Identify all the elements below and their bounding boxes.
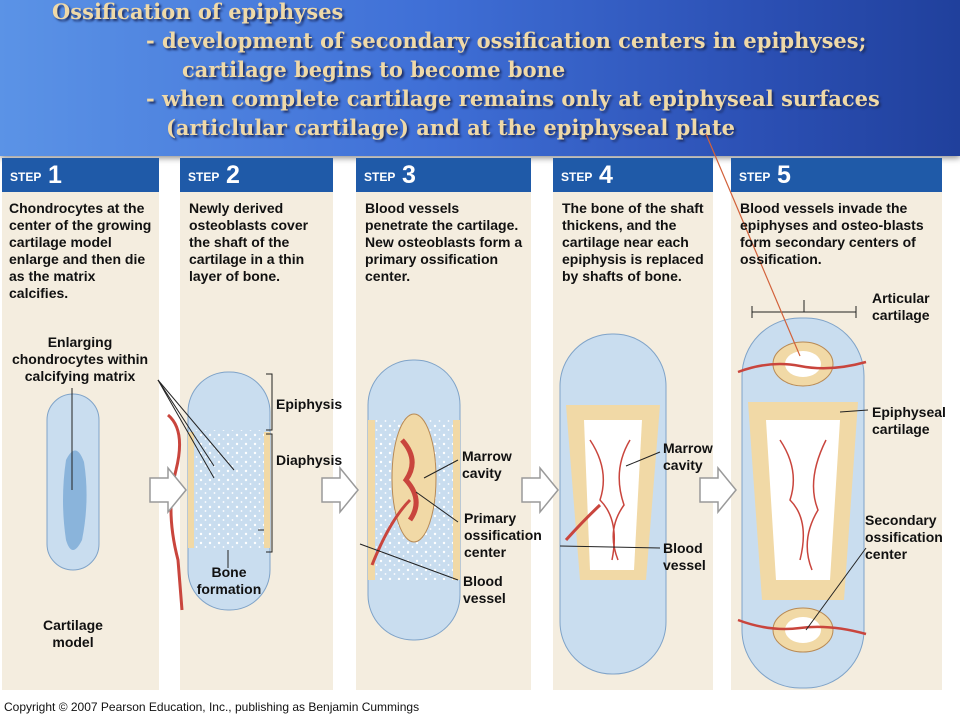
step-5-header: STEP 5: [731, 158, 942, 192]
step-2-bone-shape: [166, 371, 271, 611]
label-marrow-cavity-step-4: Marrow cavity: [663, 440, 713, 473]
label-enlarging-chondrocytes: Enlarging chondrocytes within calcifying…: [11, 334, 149, 384]
step-4-number: 4: [599, 161, 613, 189]
label-articular-cartilage: Articular cartilage: [872, 290, 930, 323]
copyright-notice: Copyright © 2007 Pearson Education, Inc.…: [4, 700, 420, 714]
title-line-3: cartilage begins to become bone: [182, 57, 566, 82]
step-5-description: Blood vessels invade the epiphyses and o…: [740, 200, 924, 267]
step-4-description: The bone of the shaft thickens, and the …: [562, 200, 704, 284]
step-2-number: 2: [226, 161, 240, 189]
label-epiphysis: Epiphysis: [276, 396, 343, 412]
label-primary-ossification-center: Primary ossification center: [464, 510, 542, 560]
transition-arrows: [149, 465, 737, 515]
step-5-word: STEP: [739, 170, 771, 184]
step-5-bone-shape: [737, 317, 867, 689]
label-cartilage-model: Cartilage model: [43, 617, 103, 650]
label-bone-formation: Bone formation: [196, 564, 262, 597]
step-3-number: 3: [402, 161, 416, 189]
step-1-header: STEP 1: [2, 158, 159, 192]
label-epiphyseal-cartilage: Epiphyseal cartilage: [872, 404, 946, 437]
title-line-4: - when complete cartilage remains only a…: [146, 86, 880, 111]
step-2-word: STEP: [188, 170, 220, 184]
title-banner: Ossification of epiphyses - development …: [0, 0, 960, 156]
step-1-number: 1: [48, 161, 62, 189]
label-blood-vessel-step-4: Blood vessel: [663, 540, 706, 573]
title-line-5: (articlular cartilage) and at the epiphy…: [166, 115, 735, 140]
step-4-header: STEP 4: [553, 158, 713, 192]
label-blood-vessel-step-3: Blood vessel: [463, 573, 506, 606]
step-3-description: Blood vessels penetrate the cartilage. N…: [365, 200, 523, 284]
label-marrow-cavity-step-3: Marrow cavity: [462, 448, 512, 481]
step-3-header: STEP 3: [356, 158, 531, 192]
step-4-bone-shape: [559, 333, 667, 675]
title-line-2: - development of secondary ossification …: [146, 28, 867, 53]
leader-lines: [71, 300, 869, 631]
title-line-1: Ossification of epiphyses: [52, 0, 344, 24]
label-diaphysis: Diaphysis: [276, 452, 343, 468]
step-4-word: STEP: [561, 170, 593, 184]
label-secondary-ossification-center: Secondary ossification center: [865, 512, 943, 562]
step-1-word: STEP: [10, 170, 42, 184]
step-3-word: STEP: [364, 170, 396, 184]
step-3-bone-shape: [367, 359, 461, 641]
red-pointer-line: [705, 133, 801, 357]
step-5-number: 5: [777, 161, 791, 189]
step-2-description: Newly derived osteoblasts cover the shaf…: [189, 200, 309, 284]
step-1-description: Chondrocytes at the center of the growin…: [9, 200, 152, 301]
cartilage-model-shape: [46, 393, 100, 571]
step-2-header: STEP 2: [180, 158, 333, 192]
